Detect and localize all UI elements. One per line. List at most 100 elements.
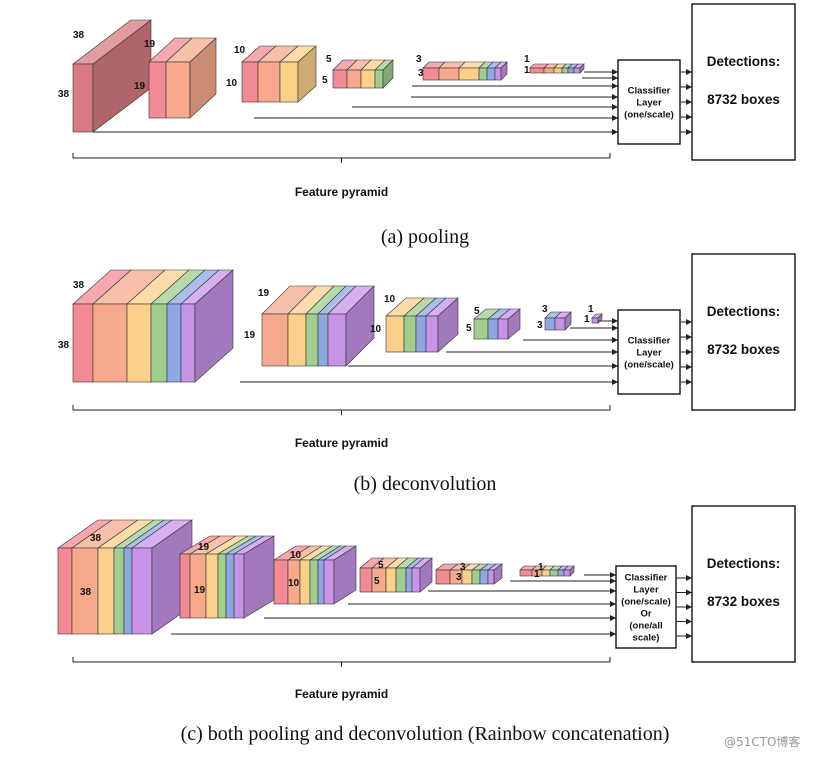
panel-caption: (b) deconvolution bbox=[354, 473, 497, 495]
feature-block-1 bbox=[529, 63, 585, 74]
slab-front bbox=[287, 313, 307, 367]
slab-front bbox=[497, 318, 509, 340]
slab-front bbox=[273, 559, 289, 605]
slab-front bbox=[529, 67, 545, 74]
slab-front bbox=[299, 559, 311, 605]
block-side bbox=[345, 285, 375, 367]
classifier-layer-box bbox=[617, 309, 681, 395]
slab-front bbox=[405, 567, 413, 593]
panel-caption: (a) pooling bbox=[381, 226, 469, 248]
feature-block-38 bbox=[72, 19, 152, 133]
slab-front bbox=[563, 569, 571, 577]
slab-front bbox=[473, 318, 489, 340]
feature-pyramid-bracket bbox=[72, 657, 611, 663]
slab-front bbox=[438, 67, 460, 81]
scale-label-top: 5 bbox=[378, 560, 384, 571]
slab-front bbox=[487, 569, 495, 585]
feature-block-10 bbox=[385, 297, 459, 353]
scale-label-side: 3 bbox=[418, 68, 424, 79]
slab-front bbox=[241, 61, 259, 103]
slab-front bbox=[553, 67, 563, 74]
slab-front bbox=[385, 567, 397, 593]
block-side bbox=[437, 297, 459, 353]
slab-front bbox=[327, 313, 347, 367]
classifier-label: Layer bbox=[633, 585, 659, 596]
slab-front bbox=[166, 303, 182, 383]
block-side bbox=[194, 269, 234, 383]
detections-title: Detections: bbox=[707, 304, 781, 319]
slab-front bbox=[561, 67, 569, 74]
detections-count: 8732 boxes bbox=[707, 342, 780, 357]
slab-front bbox=[165, 61, 191, 119]
classifier-label: Layer bbox=[636, 348, 662, 359]
scale-label-side: 1 bbox=[584, 314, 590, 325]
feature-block-1 bbox=[519, 565, 575, 577]
detections-count: 8732 boxes bbox=[707, 92, 780, 107]
feature-block-5 bbox=[332, 59, 394, 89]
slab-front bbox=[113, 547, 125, 635]
scale-label-top: 19 bbox=[198, 542, 210, 553]
scale-label-side: 10 bbox=[226, 78, 238, 89]
feature-block-38 bbox=[57, 519, 193, 635]
block-side bbox=[564, 311, 572, 331]
slab-front bbox=[403, 315, 417, 353]
slab-front bbox=[179, 553, 191, 619]
detections-count: 8732 boxes bbox=[707, 594, 780, 609]
slab-front bbox=[217, 553, 227, 619]
slab-front bbox=[478, 67, 488, 81]
scale-label-side: 38 bbox=[58, 89, 70, 100]
slab-front bbox=[359, 567, 373, 593]
feature-block-5 bbox=[473, 308, 521, 340]
slab-front bbox=[97, 547, 115, 635]
slab-front bbox=[554, 317, 566, 331]
block-side bbox=[500, 61, 508, 81]
feature-pyramid-label: Feature pyramid bbox=[295, 687, 388, 701]
slab-front bbox=[425, 315, 439, 353]
feature-block-38 bbox=[72, 269, 234, 383]
slab-front bbox=[591, 317, 599, 324]
slab-front bbox=[332, 69, 348, 89]
slab-front bbox=[123, 547, 133, 635]
feature-pyramid-label: Feature pyramid bbox=[295, 436, 388, 450]
scale-label-side: 5 bbox=[466, 323, 472, 334]
scale-label-side: 3 bbox=[456, 572, 462, 583]
detections-box bbox=[691, 253, 796, 411]
detections-title: Detections: bbox=[707, 556, 781, 571]
slab-front bbox=[233, 553, 245, 619]
scale-label-top: 10 bbox=[234, 45, 246, 56]
slab-front bbox=[573, 67, 581, 74]
scale-label-top: 3 bbox=[460, 562, 466, 573]
slab-front bbox=[150, 303, 168, 383]
slab-front bbox=[180, 303, 196, 383]
slab-front bbox=[487, 318, 499, 340]
panel-caption: (c) both pooling and deconvolution (Rain… bbox=[181, 723, 670, 745]
detections-box bbox=[691, 3, 796, 161]
scale-label-top: 38 bbox=[90, 533, 102, 544]
slab-front bbox=[411, 567, 421, 593]
classifier-label: (one/scale) bbox=[624, 110, 674, 121]
slab-front bbox=[279, 61, 299, 103]
scale-label-side: 19 bbox=[134, 81, 146, 92]
block-side bbox=[493, 563, 503, 585]
slab-front bbox=[543, 67, 555, 74]
slab-front bbox=[323, 559, 335, 605]
panel-b: 383819191010553311ClassifierLayer(one/sc… bbox=[58, 253, 796, 495]
scale-label-side: 38 bbox=[58, 340, 70, 351]
feature-block-19 bbox=[148, 37, 217, 119]
slab-front bbox=[131, 547, 153, 635]
slab-front bbox=[309, 559, 319, 605]
scale-label-side: 1 bbox=[534, 569, 540, 580]
classifier-label: scale) bbox=[633, 633, 660, 644]
feature-block-3 bbox=[544, 311, 572, 331]
slab-front bbox=[549, 569, 559, 577]
feature-block-3 bbox=[435, 563, 503, 585]
detections-title: Detections: bbox=[707, 54, 781, 69]
scale-label-side: 5 bbox=[374, 576, 380, 587]
feature-block-1 bbox=[591, 313, 603, 324]
slab-front bbox=[471, 569, 481, 585]
slab-front bbox=[257, 61, 281, 103]
feature-block-19 bbox=[178, 535, 276, 619]
slab-front bbox=[72, 63, 94, 133]
feature-block-19 bbox=[261, 285, 375, 367]
